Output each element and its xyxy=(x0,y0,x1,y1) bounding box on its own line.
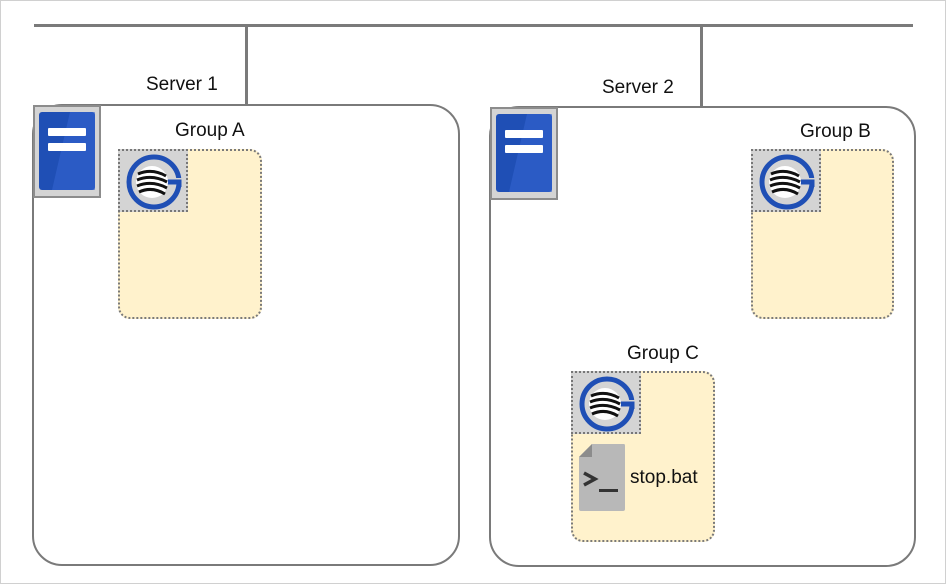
group-c-label: Group C xyxy=(627,343,699,364)
server-1-link-line xyxy=(245,25,248,105)
server-icon xyxy=(490,107,558,200)
script-file-icon xyxy=(578,443,626,518)
group-a-label: Group A xyxy=(175,120,245,141)
server-2-label: Server 2 xyxy=(602,77,674,98)
server-icon xyxy=(33,105,101,198)
failover-resource-icon xyxy=(751,149,821,212)
group-b-label: Group B xyxy=(800,121,871,142)
failover-resource-icon xyxy=(118,149,188,212)
network-bus-line xyxy=(34,24,913,27)
failover-resource-icon xyxy=(571,371,641,434)
server-2-link-line xyxy=(700,25,703,107)
server-1-label: Server 1 xyxy=(146,74,218,95)
script-file-label: stop.bat xyxy=(630,467,698,488)
